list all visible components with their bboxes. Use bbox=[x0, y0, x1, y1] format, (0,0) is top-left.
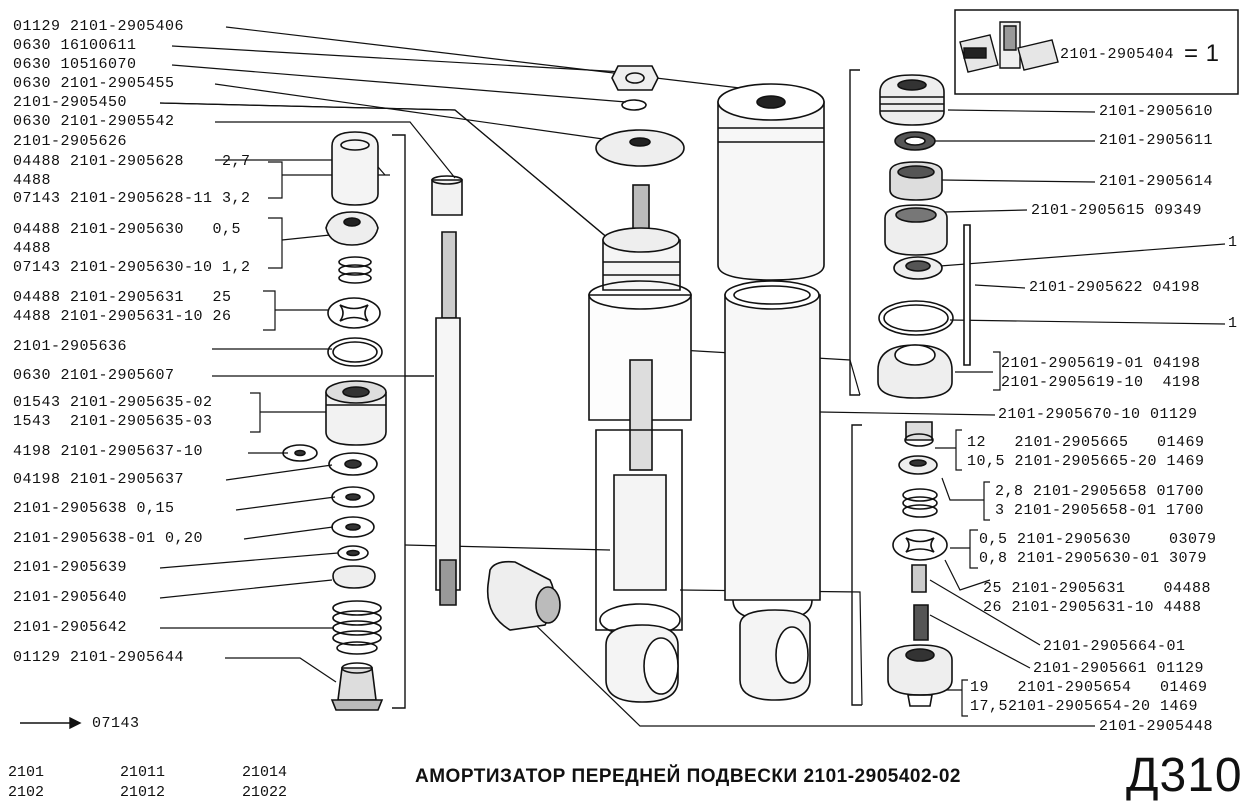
model-2102: 2102 bbox=[8, 784, 45, 801]
model-col-3: 21014 21022 bbox=[242, 763, 287, 803]
legend-arrow bbox=[20, 716, 82, 730]
label-2905670-10: 2101-2905670-10 01129 bbox=[998, 406, 1198, 423]
shock-assembly bbox=[486, 65, 825, 703]
kit-frame bbox=[954, 9, 1239, 95]
right-column-parts bbox=[877, 74, 971, 707]
model-col-2: 21011 21012 bbox=[120, 763, 165, 803]
label-2905664-01: 2101-2905664-01 bbox=[1043, 638, 1186, 655]
label-2905644: 01129 2101-2905644 bbox=[13, 649, 185, 666]
label-2905542: 0630 2101-2905542 bbox=[13, 113, 175, 130]
model-col-1: 2101 2102 bbox=[8, 763, 44, 803]
model-21014: 21014 bbox=[242, 764, 288, 781]
label-4488-a: 4488 bbox=[13, 172, 52, 189]
label-2905658-01: 3 2101-2905658-01 1700 bbox=[995, 502, 1205, 519]
label-2905607: 0630 2101-2905607 bbox=[13, 367, 175, 384]
label-2905615: 2101-2905615 09349 bbox=[1031, 202, 1203, 219]
label-10516070: 0630 10516070 bbox=[13, 56, 137, 73]
label-2905654-20: 17,52101-2905654-20 1469 bbox=[970, 698, 1199, 715]
label-2905635-03: 1543 2101-2905635-03 bbox=[13, 413, 213, 430]
label-2905610: 2101-2905610 bbox=[1099, 103, 1214, 120]
label-2905631: 04488 2101-2905631 25 bbox=[13, 289, 232, 306]
label-2905619-01: 2101-2905619-01 04198 bbox=[1001, 355, 1201, 372]
label-2905630: 04488 2101-2905630 0,5 bbox=[13, 221, 242, 238]
label-2905636: 2101-2905636 bbox=[13, 338, 128, 355]
label-2905637-10: 4198 2101-2905637-10 bbox=[13, 443, 204, 460]
model-21011: 21011 bbox=[120, 764, 166, 781]
page-title: АМОРТИЗАТОР ПЕРЕДНЕЙ ПОДВЕСКИ 2101-29054… bbox=[415, 766, 961, 787]
label-qty-1-b: 1 bbox=[1228, 315, 1238, 332]
label-2905630-10: 07143 2101-2905630-10 1,2 bbox=[13, 259, 251, 276]
label-2905628: 04488 2101-2905628 2,7 bbox=[13, 153, 251, 170]
label-2905630-r: 0,5 2101-2905630 03079 bbox=[979, 531, 1217, 548]
left-column-parts bbox=[282, 131, 387, 711]
label-2905455: 0630 2101-2905455 bbox=[13, 75, 175, 92]
label-2905635-02: 01543 2101-2905635-02 bbox=[13, 394, 213, 411]
label-2905619-10: 2101-2905619-10 4198 bbox=[1001, 374, 1201, 391]
label-2905638-01: 2101-2905638-01 0,20 bbox=[13, 530, 204, 547]
label-2905628-11: 07143 2101-2905628-11 3,2 bbox=[13, 190, 251, 207]
label-qty-1-a: 1 bbox=[1228, 234, 1238, 251]
label-2905658: 2,8 2101-2905658 01700 bbox=[995, 483, 1205, 500]
label-2905665-20: 10,5 2101-2905665-20 1469 bbox=[967, 453, 1205, 470]
label-2905626: 2101-2905626 bbox=[13, 133, 128, 150]
label-2905631-r: 25 2101-2905631 04488 bbox=[983, 580, 1212, 597]
model-21012: 21012 bbox=[120, 784, 166, 801]
label-4488-b: 4488 bbox=[13, 240, 52, 257]
model-21022: 21022 bbox=[242, 784, 288, 801]
leader-lines-right bbox=[519, 109, 1226, 727]
label-2905640: 2101-2905640 bbox=[13, 589, 128, 606]
label-2905406: 01129 2101-2905406 bbox=[13, 18, 185, 35]
sheet-number: Д310 bbox=[1126, 749, 1242, 802]
label-2905631-10-r: 26 2101-2905631-10 4488 bbox=[983, 599, 1202, 616]
label-2905448: 2101-2905448 bbox=[1099, 718, 1214, 735]
label-2905631-10: 4488 2101-2905631-10 26 bbox=[13, 308, 232, 325]
piston-rod bbox=[431, 175, 463, 606]
model-2101: 2101 bbox=[8, 764, 45, 781]
label-2905665: 12 2101-2905665 01469 bbox=[967, 434, 1205, 451]
label-2905622: 2101-2905622 04198 bbox=[1029, 279, 1201, 296]
label-2905639: 2101-2905639 bbox=[13, 559, 128, 576]
label-2905630-01: 0,8 2101-2905630-01 3079 bbox=[979, 550, 1208, 567]
label-2905614: 2101-2905614 bbox=[1099, 173, 1214, 190]
label-2905450: 2101-2905450 bbox=[13, 94, 128, 111]
label-16100611: 0630 16100611 bbox=[13, 37, 137, 54]
label-2905637: 04198 2101-2905637 bbox=[13, 471, 185, 488]
label-2905638: 2101-2905638 0,15 bbox=[13, 500, 175, 517]
label-2905642: 2101-2905642 bbox=[13, 619, 128, 636]
label-2905611: 2101-2905611 bbox=[1099, 132, 1214, 149]
kit-qty: = 1 bbox=[1184, 40, 1220, 67]
label-2905654: 19 2101-2905654 01469 bbox=[970, 679, 1208, 696]
bracket-lines bbox=[392, 69, 862, 709]
label-2905661: 2101-2905661 01129 bbox=[1033, 660, 1205, 677]
legend-code: 07143 bbox=[92, 715, 140, 732]
kit-code: 2101-2905404 bbox=[1060, 46, 1175, 63]
